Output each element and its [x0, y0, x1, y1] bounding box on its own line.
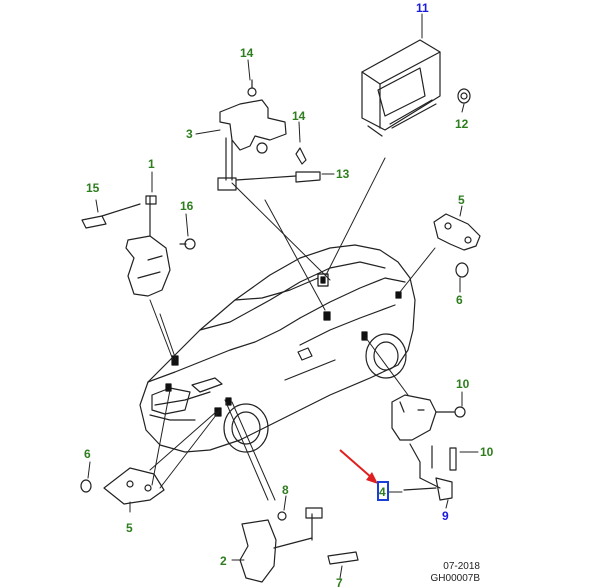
- callout-2: 2: [220, 554, 227, 568]
- footer-date: 07-2018: [443, 561, 480, 572]
- callout-5-upper: 5: [458, 193, 465, 207]
- callout-7: 7: [336, 576, 343, 587]
- red-pointer-arrow: [339, 449, 378, 484]
- callout-6-upper: 6: [456, 293, 463, 307]
- callout-10-upper: 10: [456, 377, 470, 391]
- callout-6-lower: 6: [84, 447, 91, 461]
- height-sensor-part-2: [239, 507, 359, 583]
- callout-16: 16: [180, 199, 194, 213]
- callout-8: 8: [282, 483, 289, 497]
- height-sensor-part-3: [217, 79, 321, 191]
- callout-4: 4: [379, 485, 386, 499]
- height-sensor-part-4: [391, 394, 466, 501]
- height-sensor-part-1: [81, 195, 196, 297]
- callout-9: 9: [442, 509, 449, 523]
- callout-13: 13: [336, 167, 350, 181]
- callout-14-lower: 14: [292, 109, 306, 123]
- highlight-box: [377, 481, 389, 501]
- callout-11: 11: [416, 1, 429, 15]
- leader-lines: [149, 157, 436, 501]
- callout-12: 12: [455, 117, 469, 131]
- bracket-part-5-upper: [433, 213, 481, 278]
- footer-code: GH00007B: [430, 573, 480, 584]
- callout-1: 1: [148, 157, 155, 171]
- vehicle-outline: [139, 244, 416, 453]
- callout-15: 15: [86, 181, 100, 195]
- callout-5-lower: 5: [126, 521, 133, 535]
- callout-10-lower: 10: [480, 445, 494, 459]
- bracket-part-5-lower: [80, 467, 165, 505]
- callout-14-upper: 14: [240, 46, 254, 60]
- control-module-part-11: [361, 39, 441, 137]
- grommet-part-12: [457, 88, 471, 104]
- callout-3: 3: [186, 127, 193, 141]
